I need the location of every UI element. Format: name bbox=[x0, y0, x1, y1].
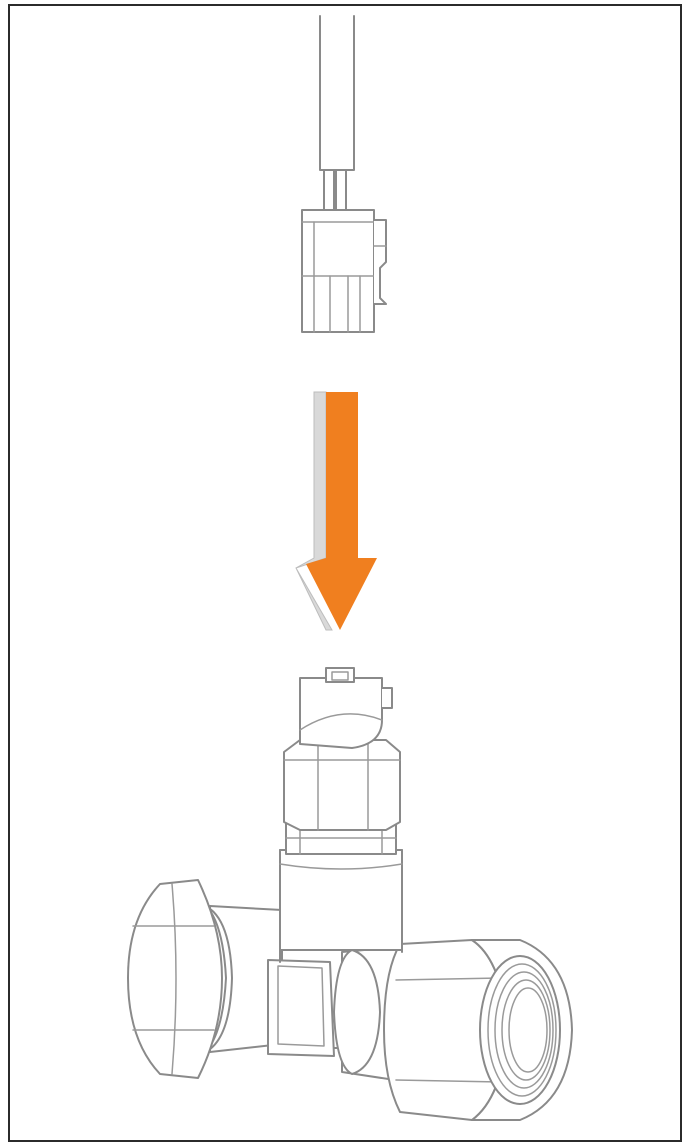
center-collar bbox=[267, 959, 335, 1057]
down-arrow-icon bbox=[295, 391, 377, 631]
cable bbox=[319, 15, 355, 171]
left-hex-nut bbox=[127, 879, 223, 1079]
cable-connector-icon bbox=[301, 15, 387, 333]
sensor-socket bbox=[299, 677, 383, 749]
right-ring bbox=[333, 949, 381, 1075]
arrow-shape bbox=[306, 392, 377, 630]
connector-body bbox=[301, 209, 375, 333]
neck-hex-nut bbox=[283, 739, 401, 831]
flow-sensor-tee-icon bbox=[127, 667, 573, 1121]
sensor-neck bbox=[279, 849, 403, 951]
threaded-bore bbox=[479, 955, 561, 1105]
connector-latch bbox=[373, 219, 387, 305]
